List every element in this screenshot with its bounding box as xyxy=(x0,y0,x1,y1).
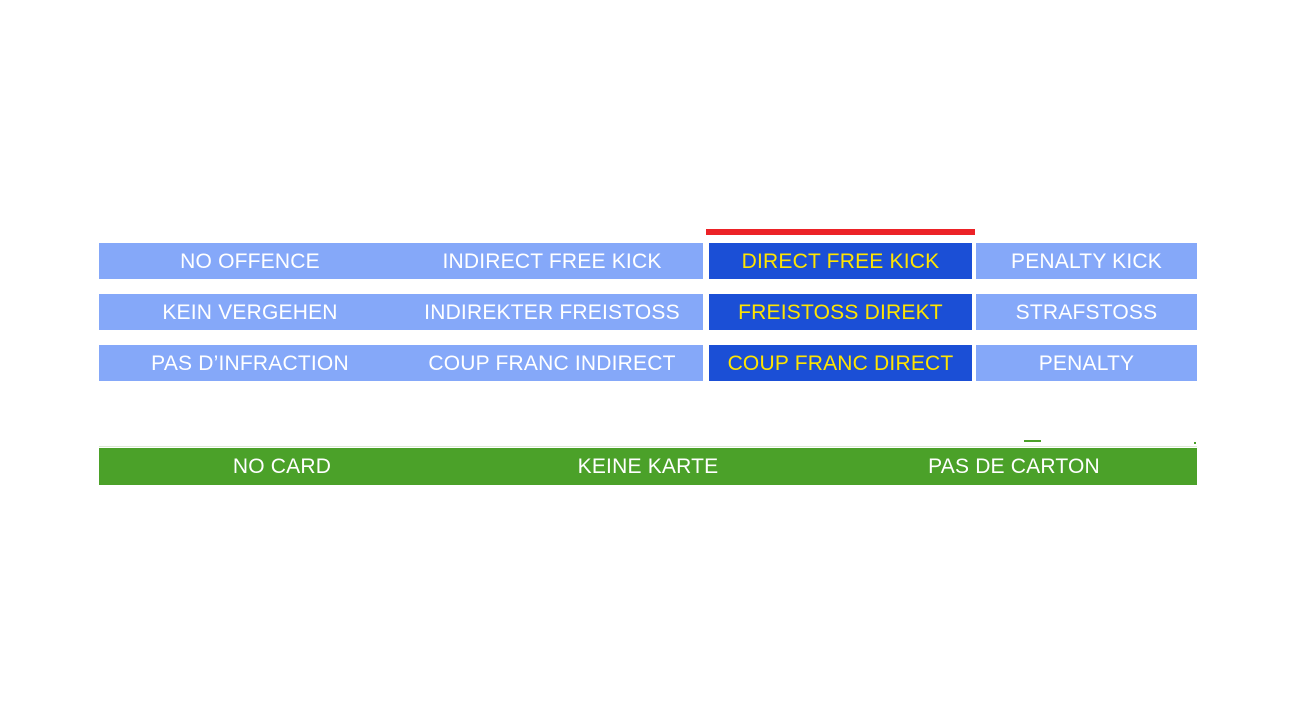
cell-no-offence-german[interactable]: KEIN VERGEHEN xyxy=(99,302,401,323)
cell-direct-free-kick-french[interactable]: COUP FRANC DIRECT xyxy=(709,345,972,381)
cell-label: DIRECT FREE KICK xyxy=(741,249,940,273)
cell-indirect-free-kick-french[interactable]: COUP FRANC INDIRECT xyxy=(401,353,703,374)
cell-label: STRAFSTOSS xyxy=(1015,300,1158,324)
no-card-band[interactable]: NO CARD KEINE KARTE PAS DE CARTON xyxy=(99,448,1197,485)
cell-no-card-french[interactable]: PAS DE CARTON xyxy=(831,456,1197,477)
cell-label: INDIREKTER FREISTOSS xyxy=(424,300,680,324)
cell-penalty-kick-english[interactable]: PENALTY KICK xyxy=(976,243,1197,279)
cell-label: FREISTOSS DIREKT xyxy=(738,300,943,324)
cell-label: PAS D’INFRACTION xyxy=(151,351,349,375)
cell-penalty-kick-german[interactable]: STRAFSTOSS xyxy=(976,294,1197,330)
cell-label: COUP FRANC DIRECT xyxy=(727,351,954,375)
no-offence-indirect-band-german: KEIN VERGEHEN INDIREKTER FREISTOSS xyxy=(99,294,703,330)
matrix-row-french: PAS D’INFRACTION COUP FRANC INDIRECT COU… xyxy=(99,345,1197,381)
matrix-row-german: KEIN VERGEHEN INDIREKTER FREISTOSS FREIS… xyxy=(99,294,1197,330)
red-emphasis-rule xyxy=(706,229,975,235)
cell-label: NO CARD xyxy=(232,455,332,478)
decision-matrix: NO OFFENCE INDIRECT FREE KICK DIRECT FRE… xyxy=(99,243,1197,381)
matrix-row-english: NO OFFENCE INDIRECT FREE KICK DIRECT FRE… xyxy=(99,243,1197,279)
card-band-corner-dot xyxy=(1194,442,1196,444)
card-band-tick-mark xyxy=(1024,440,1041,442)
cell-label: PENALTY KICK xyxy=(1010,249,1162,273)
cell-direct-free-kick-english[interactable]: DIRECT FREE KICK xyxy=(709,243,972,279)
cell-indirect-free-kick-english[interactable]: INDIRECT FREE KICK xyxy=(401,251,703,272)
cell-no-offence-french[interactable]: PAS D’INFRACTION xyxy=(99,353,401,374)
cell-no-offence-english[interactable]: NO OFFENCE xyxy=(99,251,401,272)
cell-label: KEINE KARTE xyxy=(577,455,719,478)
card-band-hairline xyxy=(99,446,1197,447)
cell-label: PENALTY xyxy=(1038,351,1135,375)
cell-no-card-german[interactable]: KEINE KARTE xyxy=(465,456,831,477)
no-offence-indirect-band-french: PAS D’INFRACTION COUP FRANC INDIRECT xyxy=(99,345,703,381)
cell-direct-free-kick-german[interactable]: FREISTOSS DIREKT xyxy=(709,294,972,330)
cell-label: NO OFFENCE xyxy=(180,249,320,273)
cell-indirect-free-kick-german[interactable]: INDIREKTER FREISTOSS xyxy=(401,302,703,323)
cell-label: PAS DE CARTON xyxy=(928,455,1100,478)
cell-label: COUP FRANC INDIRECT xyxy=(428,351,676,375)
cell-no-card-english[interactable]: NO CARD xyxy=(99,456,465,477)
no-offence-indirect-band-english: NO OFFENCE INDIRECT FREE KICK xyxy=(99,243,703,279)
cell-label: KEIN VERGEHEN xyxy=(162,300,338,324)
cell-penalty-kick-french[interactable]: PENALTY xyxy=(976,345,1197,381)
cell-label: INDIRECT FREE KICK xyxy=(442,249,662,273)
